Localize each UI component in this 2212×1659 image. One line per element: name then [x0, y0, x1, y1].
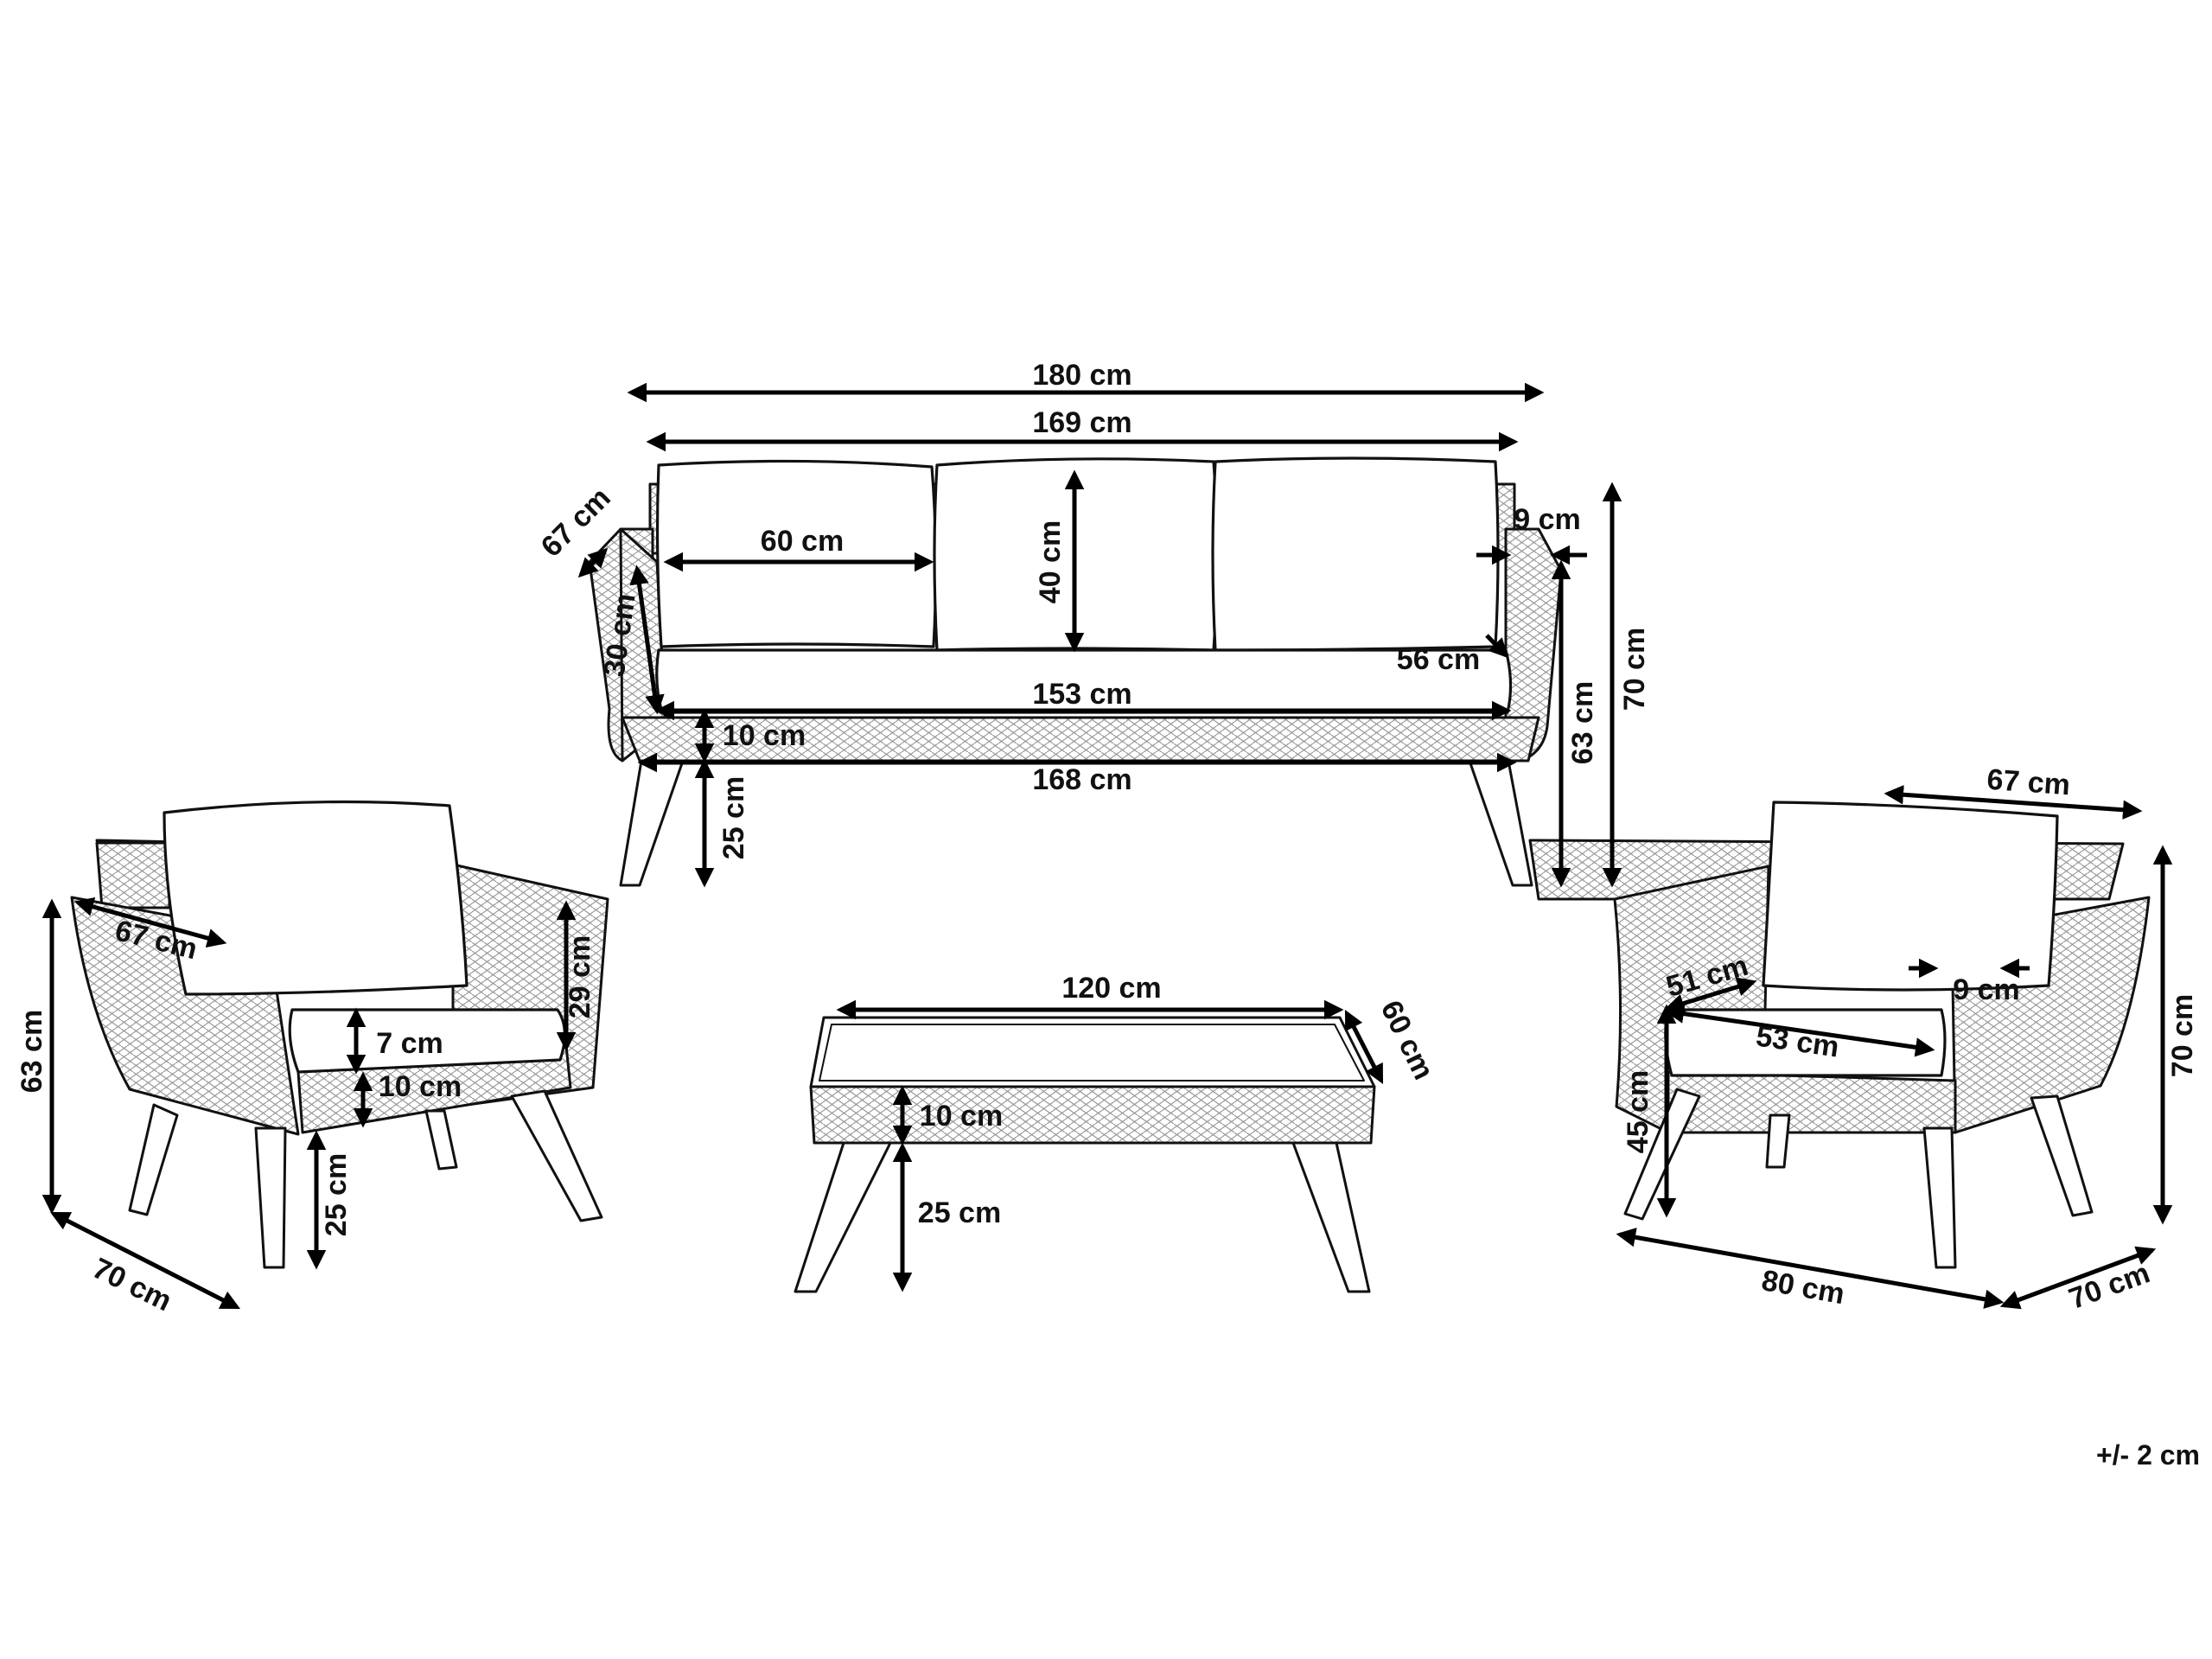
label-rchair-67: 67 cm — [1986, 763, 2071, 802]
label-sofa-10: 10 cm — [723, 719, 806, 752]
label-sofa-153: 153 cm — [1032, 678, 1131, 711]
label-tolerance: +/- 2 cm — [2096, 1439, 2200, 1471]
dimension-arrows — [41, 382, 2173, 1310]
label-sofa-169: 169 cm — [1032, 406, 1131, 439]
label-rchair-45: 45 cm — [1622, 1070, 1654, 1153]
label-lchair-25: 25 cm — [320, 1153, 353, 1236]
label-sofa-168: 168 cm — [1032, 763, 1131, 796]
left-chair-leg-front — [254, 1126, 287, 1269]
right-chair-leg-front — [1922, 1126, 1957, 1269]
dim-lchair-67 — [73, 896, 227, 948]
label-table-120: 120 cm — [1061, 972, 1161, 1005]
label-lchair-7: 7 cm — [376, 1027, 443, 1060]
right-chair-leg-right — [2030, 1094, 2094, 1217]
left-chair-back-cushion — [163, 800, 469, 996]
label-sofa-56: 56 cm — [1397, 643, 1480, 676]
left-chair-leg-right — [510, 1089, 603, 1222]
label-lchair-10: 10 cm — [379, 1070, 462, 1103]
table-top-inner — [819, 1024, 1365, 1082]
label-lchair-29: 29 cm — [564, 935, 596, 1018]
dim-rchair-53 — [1664, 1004, 1935, 1057]
coffee-table — [794, 1016, 1376, 1293]
label-table-60: 60 cm — [1374, 996, 1440, 1085]
label-rchair-9: 9 cm — [1953, 973, 2020, 1006]
table-leg-right — [1291, 1141, 1371, 1293]
left-chair-leg-left — [128, 1103, 179, 1216]
dim-sofa-56 — [1485, 634, 1509, 659]
label-rchair-70v: 70 cm — [2166, 994, 2199, 1077]
label-lchair-70: 70 cm — [87, 1252, 176, 1318]
sofa-leg-right — [1468, 759, 1533, 887]
label-sofa-40: 40 cm — [1034, 520, 1067, 603]
dim-rchair-70d — [1999, 1246, 2157, 1310]
sofa-leg-left — [619, 759, 685, 887]
left-chair-back-frame-body — [95, 841, 171, 909]
dim-sofa-67 — [577, 547, 609, 578]
table-leg-left — [794, 1141, 892, 1293]
dim-sofa-30 — [629, 565, 665, 715]
dim-rchair-80 — [1616, 1228, 2005, 1309]
dim-table-60 — [1344, 1009, 1384, 1085]
label-sofa-180: 180 cm — [1032, 359, 1131, 392]
label-table-25: 25 cm — [918, 1196, 1001, 1229]
dim-rchair-67 — [1884, 785, 2143, 820]
dim-lchair-70 — [49, 1211, 241, 1310]
label-sofa-60: 60 cm — [761, 525, 844, 558]
label-sofa-70: 70 cm — [1618, 628, 1651, 711]
sofa-back-cushion-right — [1211, 456, 1500, 652]
label-sofa-25: 25 cm — [717, 776, 750, 859]
label-sofa-9: 9 cm — [1514, 503, 1581, 536]
label-sofa-63: 63 cm — [1566, 681, 1599, 764]
table-apron — [809, 1085, 1376, 1145]
dim-rchair-51 — [1664, 977, 1757, 1013]
right-chair-back-cushion — [1762, 801, 2059, 992]
label-table-10: 10 cm — [920, 1100, 1003, 1133]
right-chair-leg-back — [1765, 1113, 1791, 1169]
right-chair-front — [1667, 1070, 1957, 1134]
left-chair-leg-back — [424, 1109, 458, 1171]
label-lchair-63: 63 cm — [16, 1010, 48, 1093]
